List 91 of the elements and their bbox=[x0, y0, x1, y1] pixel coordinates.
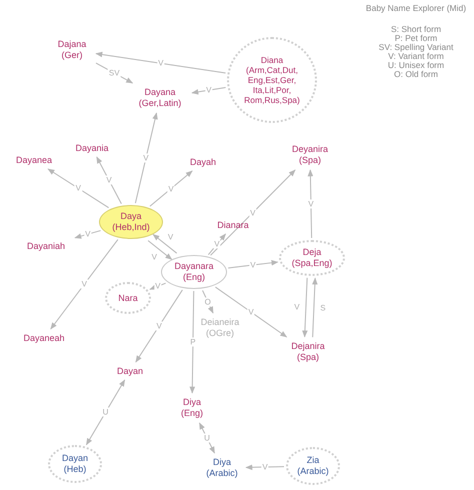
origin-label: (Eng) bbox=[180, 408, 203, 419]
edge-label: O bbox=[204, 297, 212, 306]
arrow bbox=[312, 277, 318, 338]
edge-label: V bbox=[157, 58, 164, 68]
edge-label: V bbox=[249, 208, 257, 218]
arrow bbox=[96, 62, 134, 84]
edge-label: V bbox=[142, 154, 150, 163]
name-label: Dayan bbox=[62, 453, 88, 464]
origin-label: (Heb,Ind) bbox=[112, 222, 150, 233]
arrow bbox=[96, 156, 122, 204]
arrow bbox=[199, 422, 215, 454]
arrow bbox=[74, 230, 102, 239]
arrow bbox=[149, 282, 166, 290]
edge-label: V bbox=[205, 86, 212, 95]
legend-line: P: Pet form bbox=[394, 34, 438, 43]
name-label: Dayanea bbox=[16, 154, 52, 166]
arrow bbox=[134, 112, 158, 204]
edge-label: V bbox=[74, 184, 82, 193]
origin-label: (Arm,Cat,Dut, Eng,Est,Ger, Ita,Lit,Por, Rom,Rus,Spa) bbox=[243, 65, 301, 105]
name-ellipse bbox=[161, 255, 227, 289]
origin-label: (Heb) bbox=[64, 464, 86, 475]
legend-line: O: Old form bbox=[394, 70, 438, 79]
arrow bbox=[50, 239, 118, 330]
title-note: Baby Name Explorer (Mid) bbox=[366, 4, 466, 13]
origin-label: (Arabic) bbox=[297, 466, 329, 477]
edge-label: S bbox=[319, 304, 327, 313]
name-label: Dajana bbox=[58, 39, 86, 50]
edge-label: V bbox=[155, 321, 163, 330]
edge-label: SV bbox=[108, 68, 121, 78]
arrow bbox=[210, 170, 296, 256]
name-label: Deja bbox=[302, 247, 322, 258]
legend-line: U: Unisex form bbox=[388, 61, 444, 70]
edge-label: V bbox=[307, 200, 315, 208]
legend-line: SV: Spelling Variant bbox=[378, 43, 454, 52]
arrow bbox=[190, 290, 196, 394]
highlighted-ellipse bbox=[99, 205, 163, 239]
name-label: Diya bbox=[182, 397, 201, 408]
edge-label: V bbox=[167, 184, 175, 194]
edge-label: V bbox=[261, 462, 269, 472]
name-label: Nara bbox=[118, 292, 138, 304]
edge-label: V bbox=[80, 280, 88, 289]
name-label: Dayaniah bbox=[26, 240, 66, 252]
edge-label: U bbox=[203, 434, 211, 442]
arrow bbox=[245, 464, 285, 470]
name-label: Dayan bbox=[116, 366, 143, 376]
arrow bbox=[95, 52, 226, 74]
origin-label: (Spa,Eng) bbox=[292, 258, 332, 269]
name-label: Zia bbox=[306, 455, 320, 466]
name-label: Diya bbox=[212, 457, 231, 468]
name-label: Dianara bbox=[217, 220, 249, 230]
origin-label: (Spa) bbox=[296, 352, 319, 363]
origin-label: (Ger) bbox=[62, 50, 82, 61]
arrow bbox=[135, 289, 183, 363]
edge-label: V bbox=[105, 176, 113, 185]
arrow bbox=[191, 86, 226, 95]
edge-label: V bbox=[154, 282, 162, 291]
name-label: Dayaneah bbox=[23, 332, 65, 344]
origin-label: (OGre) bbox=[206, 328, 234, 339]
name-label: Dayania bbox=[75, 142, 109, 154]
edge-label: U bbox=[102, 408, 110, 417]
edge-label: V bbox=[84, 230, 92, 239]
origin-label: (Ger,Latin) bbox=[138, 98, 182, 109]
arrow bbox=[148, 240, 172, 260]
arrow bbox=[308, 169, 314, 238]
arrow bbox=[228, 260, 278, 268]
name-label: Dayanara bbox=[174, 261, 214, 272]
name-label: Deyanira bbox=[292, 144, 328, 155]
edge-label: V bbox=[247, 308, 255, 316]
origin-label: (Spa) bbox=[298, 155, 321, 166]
edge-label: V bbox=[293, 302, 301, 312]
origin-label: (Arabic) bbox=[206, 468, 238, 479]
name-label: Deianeira bbox=[200, 317, 240, 328]
arrow bbox=[214, 286, 288, 338]
arrow bbox=[48, 168, 110, 208]
edge-label: V bbox=[249, 260, 257, 270]
arrow bbox=[152, 234, 178, 254]
edge-label: V bbox=[166, 232, 174, 242]
name-label: Diana bbox=[260, 55, 284, 65]
arrow bbox=[86, 379, 126, 446]
legend-line: V: Variant form bbox=[388, 52, 444, 61]
legend-line: S: Short form bbox=[390, 25, 442, 34]
edge-label: V bbox=[150, 252, 158, 262]
name-label: Dayana bbox=[144, 87, 176, 98]
edge-label: V bbox=[213, 240, 221, 249]
arrow bbox=[302, 277, 308, 338]
name-label: Dayah bbox=[190, 156, 216, 168]
name-label: Daya bbox=[120, 211, 142, 222]
name-label: Dejanira bbox=[291, 341, 325, 352]
edge-label: P bbox=[189, 337, 197, 346]
arrow bbox=[149, 170, 193, 207]
origin-label: (Eng) bbox=[182, 272, 205, 283]
